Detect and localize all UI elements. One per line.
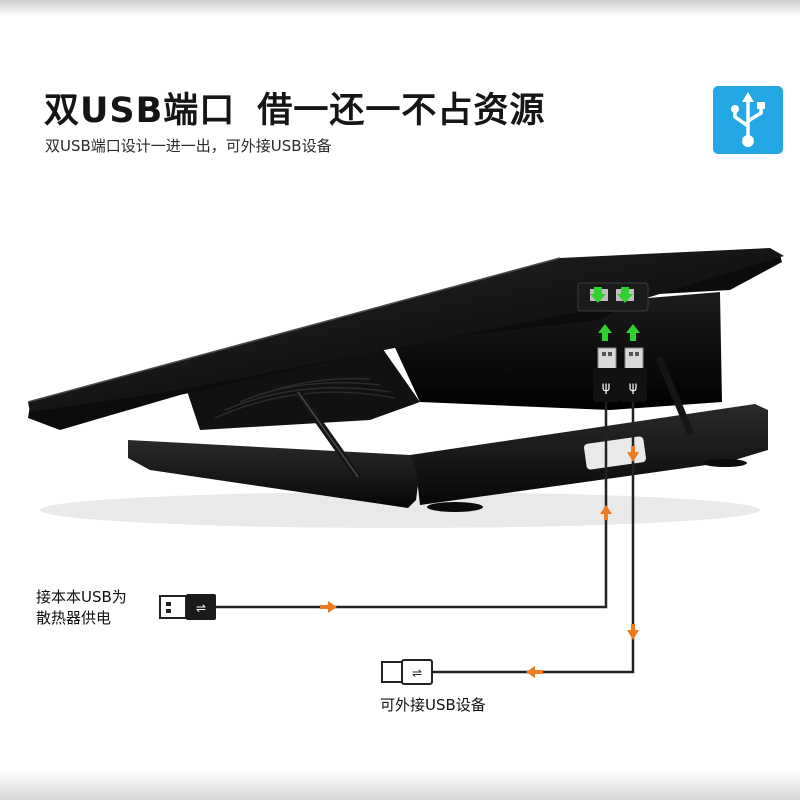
usb-plug-icon xyxy=(620,368,647,402)
port-arrows xyxy=(590,287,640,341)
power-cable xyxy=(215,402,608,609)
usb-badge xyxy=(713,86,783,154)
fan-chamber xyxy=(185,345,420,430)
tray-foot xyxy=(427,502,483,512)
callout-external-device: 可外接USB设备 xyxy=(380,696,486,714)
arrow-up-icon xyxy=(626,324,640,341)
external-usb-socket: ⇌ xyxy=(381,659,433,685)
usb-symbol-icon: ⇌ xyxy=(196,601,206,615)
usb-icon xyxy=(713,86,783,154)
arrow-right-icon xyxy=(320,601,337,613)
usb-plug-metal xyxy=(624,347,644,371)
flow-arrows xyxy=(320,446,639,678)
callout-laptop-power: 接本本USB为 散热器供电 xyxy=(36,587,127,629)
page-title: 双USB端口借一还一不占资源 xyxy=(44,82,545,133)
title-part-slogan: 借一还一不占资源 xyxy=(257,91,546,131)
page-subtitle: 双USB端口设计一进一出，可外接USB设备 xyxy=(45,137,332,155)
callout-laptop-power-line2: 散热器供电 xyxy=(36,609,112,627)
usb-socket-metal xyxy=(381,661,403,683)
usb-plug-icon xyxy=(186,594,216,620)
usb-plug-right: ψ xyxy=(620,347,647,402)
device-cable xyxy=(432,402,635,674)
tray-slot xyxy=(584,436,646,470)
usb-plug-icon xyxy=(593,368,620,402)
arrow-down-icon xyxy=(617,287,633,303)
callout-laptop-power-line1: 接本本USB为 xyxy=(36,588,127,606)
arrow-left-icon xyxy=(526,666,543,678)
tray-foot xyxy=(703,459,747,467)
usb-symbol-icon: ⇌ xyxy=(412,666,422,680)
strut-highlight xyxy=(297,391,359,478)
laptop-usb-plug: ⇌ xyxy=(159,594,216,620)
usb-plug-metal xyxy=(597,347,617,371)
usb-plug-left: ψ xyxy=(593,347,620,402)
deck-highlight xyxy=(27,257,561,403)
arrow-up-icon xyxy=(600,505,612,520)
arrow-down-icon xyxy=(627,446,639,462)
laptop-cooling-pad xyxy=(27,248,784,512)
usb-socket-icon xyxy=(401,659,433,685)
arrow-down-icon xyxy=(627,624,639,640)
bottom-shadow-band xyxy=(0,770,800,800)
arrow-up-icon xyxy=(598,324,612,341)
usb-symbol-icon: ψ xyxy=(629,380,638,395)
fan-grille xyxy=(214,377,396,419)
usb-symbol-icon: ψ xyxy=(602,380,611,395)
usb-cables xyxy=(215,402,635,674)
arrow-down-icon xyxy=(590,287,606,303)
floor-shadow xyxy=(40,492,760,528)
usb-port-housing xyxy=(577,282,649,312)
title-part-ports: 双USB端口 xyxy=(44,91,236,131)
top-shadow-band xyxy=(0,0,800,16)
usb-plug-metal xyxy=(159,595,187,619)
